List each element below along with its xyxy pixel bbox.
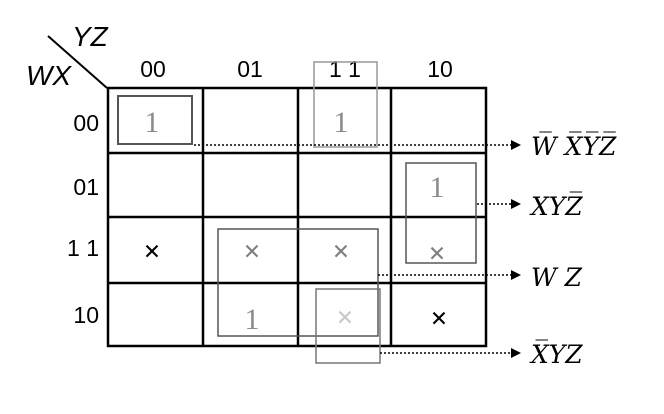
- row-label-00: 00: [73, 110, 99, 136]
- cell-r3-c1: 1: [245, 303, 260, 336]
- col-variable-label: YZ: [72, 21, 109, 52]
- kmap-cells: 1 1 1 × × × × 1 × ×: [143, 106, 447, 336]
- term-leaders: [194, 144, 513, 354]
- prime-implicant-groups: [117, 61, 477, 364]
- cell-r0-c0: 1: [145, 106, 160, 139]
- cell-r2-c2: ×: [332, 235, 349, 268]
- cell-r3-c3: ×: [430, 302, 447, 335]
- kmap-grid: [106, 86, 488, 348]
- cell-r0-c2: 1: [334, 106, 349, 139]
- term-xyz0: XYZ̅: [529, 192, 583, 221]
- term-wz: W Z: [531, 263, 583, 292]
- col-label-01: 01: [237, 56, 263, 82]
- group-box-xyz0: [405, 162, 477, 264]
- corner-diagonal: [47, 35, 108, 89]
- col-label-00: 00: [140, 56, 166, 82]
- row-variable-label: WX: [26, 60, 72, 91]
- group-box-x0yz-column: [315, 288, 381, 364]
- row-label-11: 1 1: [67, 235, 99, 261]
- term-w0x0y0z0: W̅ X̅Y̅Z̅: [531, 132, 617, 161]
- group-box-w0x0y1z1-column: [313, 61, 378, 148]
- group-box-wz: [217, 228, 379, 337]
- group-box-w0x0y0z0: [117, 95, 193, 145]
- col-label-10: 10: [427, 56, 453, 82]
- leader-arrowheads: [511, 140, 521, 358]
- row-label-10: 10: [73, 302, 99, 328]
- cell-r3-c2: ×: [336, 301, 353, 334]
- cell-r1-c3: 1: [430, 171, 445, 204]
- cell-r2-c0: ×: [143, 235, 160, 268]
- term-x0yz: X̅YZ: [529, 340, 583, 369]
- row-label-01: 01: [73, 174, 99, 200]
- cell-r2-c1: ×: [243, 235, 260, 268]
- col-label-11: 1 1: [329, 56, 361, 82]
- cell-r2-c3: ×: [428, 237, 445, 270]
